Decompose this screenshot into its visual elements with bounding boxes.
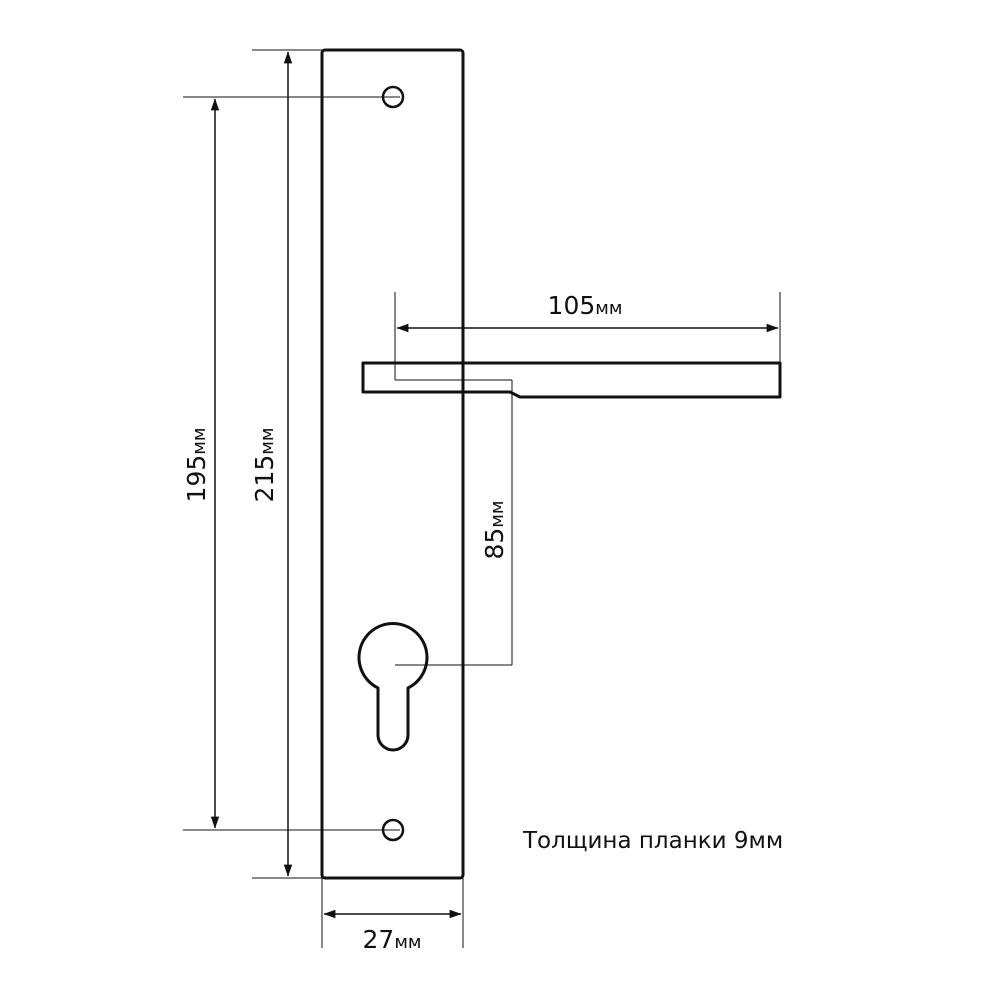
svg-text:105мм: 105мм	[548, 291, 623, 320]
dimension-plate-width: 27мм	[321, 878, 464, 954]
dimension-holes-spacing-value: 195	[182, 455, 211, 503]
dimension-handle-to-cylinder-unit: мм	[487, 501, 508, 528]
dimension-plate-length-value: 215	[250, 455, 279, 503]
dimension-plate-width-unit: мм	[394, 932, 421, 953]
dimension-holes-spacing-unit: мм	[189, 428, 210, 455]
svg-text:215мм: 215мм	[250, 428, 279, 503]
dimension-plate-width-value: 27	[363, 925, 395, 954]
back-plate	[320, 48, 465, 880]
cylinder-keyhole	[357, 621, 429, 752]
dimension-plate-length: 215мм	[250, 49, 322, 879]
svg-text:85мм: 85мм	[480, 501, 509, 560]
svg-text:195мм: 195мм	[182, 428, 211, 503]
dimension-handle-length: 105мм	[394, 291, 781, 380]
dimension-holes-spacing: 195мм	[182, 96, 400, 831]
svg-text:27мм: 27мм	[363, 925, 422, 954]
dimension-handle-length-value: 105	[548, 291, 596, 320]
plate-thickness-note: Толщина планки 9мм	[522, 828, 783, 854]
dimension-handle-length-unit: мм	[595, 298, 622, 319]
dimension-handle-to-cylinder: 85мм	[395, 379, 513, 666]
dimension-plate-length-unit: мм	[257, 428, 278, 455]
dimension-handle-to-cylinder-value: 85	[480, 528, 509, 560]
